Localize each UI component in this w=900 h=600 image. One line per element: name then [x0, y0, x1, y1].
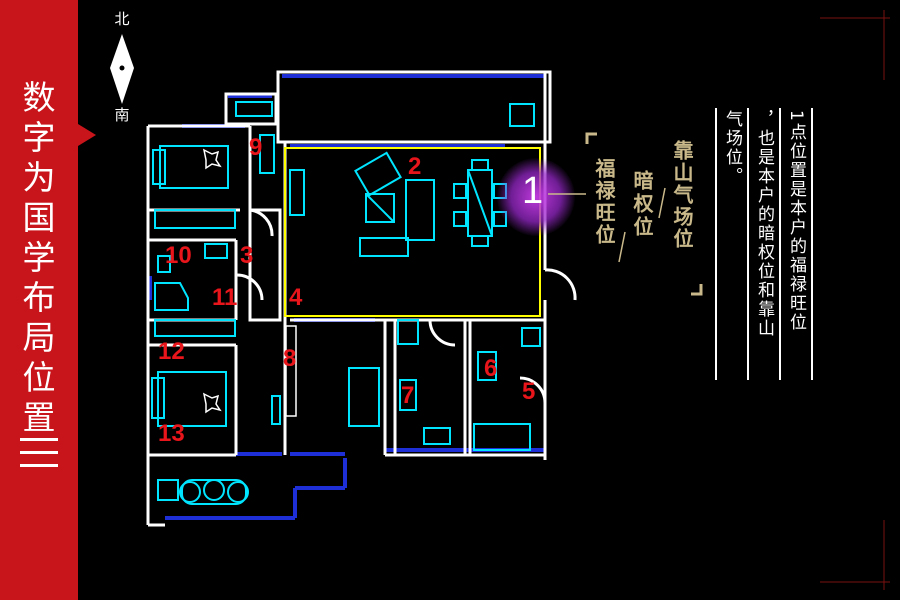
annotation-fulu-wang: 福禄旺位 [592, 158, 616, 246]
compass-north-label: 北 [114, 10, 130, 28]
explanation-line-2: ，也是本户的暗权位和靠山 [754, 110, 774, 338]
title-char: 置 [22, 398, 56, 437]
annotation-an-quan: 暗权位 [630, 170, 654, 239]
roman-numeral-icon [20, 432, 58, 470]
room-number: 11 [212, 284, 238, 311]
room-number: 12 [158, 338, 185, 365]
pointer-line [548, 193, 586, 195]
point-1-highlight [497, 158, 575, 236]
room-number: 9 [249, 134, 263, 161]
title-char: 布 [22, 278, 56, 317]
title-char: 字 [22, 118, 56, 157]
compass: 北 南 [104, 8, 140, 126]
sidebar-arrow-icon [78, 124, 96, 146]
title-char: 位 [22, 358, 56, 397]
sidebar: 数 字 为 国 学 布 局 位 置 [0, 0, 78, 600]
sidebar-title: 数 字 为 国 学 布 局 位 置 [18, 78, 60, 438]
title-char: 为 [22, 158, 56, 197]
title-char: 学 [22, 238, 56, 277]
title-char: 局 [22, 318, 56, 357]
point-1-label: 1 [522, 170, 544, 212]
annotation-kaoshan-qichang: 靠山气场位 [670, 140, 694, 250]
divider-line [779, 108, 781, 380]
room-number: 3 [240, 242, 254, 269]
compass-needle-icon [110, 34, 134, 104]
room-number: 6 [484, 355, 498, 382]
compass-south-label: 南 [114, 106, 130, 124]
explanation-line-1: 1点位置是本户的福禄旺位 [786, 110, 806, 332]
room-number: 8 [283, 345, 297, 372]
room-number: 10 [165, 242, 192, 269]
explanation-line-3: 气场位。 [722, 110, 742, 186]
room-number: 7 [401, 382, 415, 409]
title-char: 国 [22, 198, 56, 237]
annotation-brackets [585, 132, 703, 296]
room-number: 5 [522, 378, 536, 405]
divider-line [811, 108, 813, 380]
room-number: 2 [408, 153, 422, 180]
title-char: 数 [22, 78, 56, 117]
divider-line [747, 108, 749, 380]
divider-line [715, 108, 717, 380]
room-number: 4 [289, 284, 303, 311]
room-number: 13 [158, 420, 185, 447]
